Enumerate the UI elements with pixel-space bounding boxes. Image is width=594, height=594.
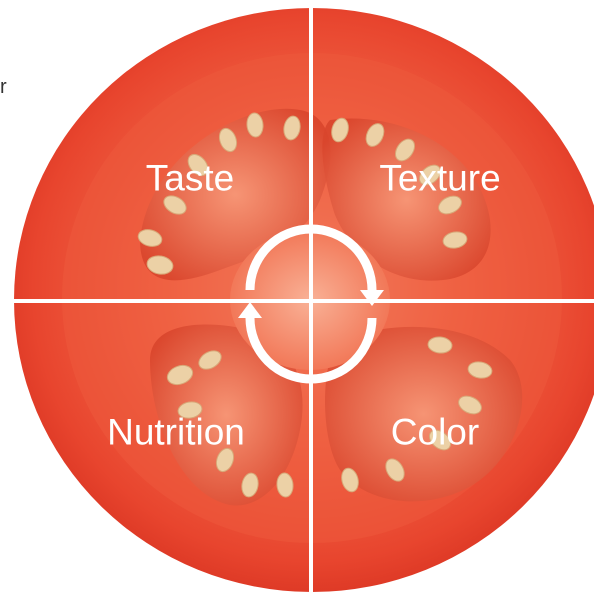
nutrition-label: Nutrition (107, 414, 245, 451)
color-label: Color (391, 414, 479, 451)
stray-text-fragment: r (0, 76, 7, 99)
texture-label: Texture (379, 160, 500, 197)
taste-label: Taste (146, 160, 234, 197)
